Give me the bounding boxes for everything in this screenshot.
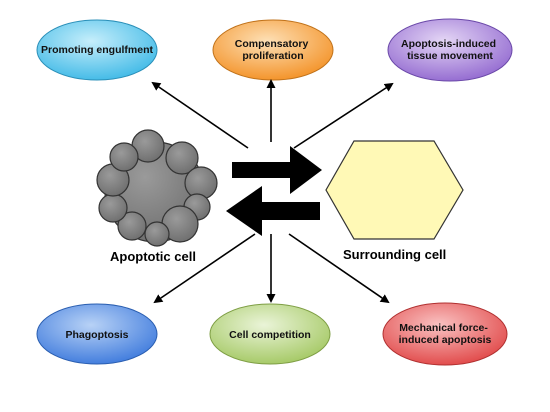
svg-text:Phagoptosis: Phagoptosis: [65, 329, 128, 341]
svg-text:Cell competition: Cell competition: [229, 329, 311, 341]
node-cell-competition-line-1: Cell competition: [229, 329, 311, 341]
connector-arrows: [151, 79, 394, 304]
svg-text:Promoting engulfment: Promoting engulfment: [41, 44, 153, 56]
svg-text:Mechanical force- indu: Mechanical force- induced apoptosis: [399, 322, 492, 346]
node-compensatory-proliferation: Compensatory proliferation: [212, 19, 334, 81]
arrow-to-promoting-engulfment: [151, 81, 249, 149]
node-apoptosis-tissue-movement: Apoptosis-induced tissue movement: [387, 18, 513, 82]
node-compensatory-proliferation-line-2: proliferation: [242, 50, 303, 62]
surrounding-cell-shape: [325, 140, 464, 240]
arrow-to-apoptosis-tissue-movement: [293, 82, 394, 149]
arrow-to-mechanical-force-apoptosis: [288, 233, 390, 304]
node-promoting-engulfment: Promoting engulfment: [36, 19, 158, 81]
arrow-to-phagoptosis: [153, 233, 256, 304]
node-cell-competition: Cell competition: [209, 303, 331, 365]
apoptotic-cell-shape: [96, 129, 218, 247]
apoptotic-cell-label: Apoptotic cell: [110, 249, 196, 264]
node-promoting-engulfment-line-1: Promoting engulfment: [41, 44, 153, 56]
node-mechanical-force-apoptosis-line-1: Mechanical force-: [399, 322, 488, 334]
block-arrow-left: [226, 186, 320, 236]
block-arrow-right: [232, 146, 322, 194]
node-mechanical-force-apoptosis: Mechanical force- induced apoptosis: [382, 302, 508, 366]
node-apoptosis-tissue-movement-line-2: tissue movement: [407, 50, 493, 62]
svg-text:Apoptosis-induced tiss: Apoptosis-induced tissue movement: [401, 38, 499, 62]
node-compensatory-proliferation-line-1: Compensatory: [235, 38, 309, 50]
node-phagoptosis-line-1: Phagoptosis: [65, 329, 128, 341]
node-mechanical-force-apoptosis-line-2: induced apoptosis: [399, 334, 492, 346]
node-phagoptosis: Phagoptosis: [36, 303, 158, 365]
node-apoptosis-tissue-movement-line-1: Apoptosis-induced: [401, 38, 496, 50]
surrounding-cell-label: Surrounding cell: [343, 247, 446, 262]
svg-text:Compensatory prolifera: Compensatory proliferation: [235, 38, 311, 62]
